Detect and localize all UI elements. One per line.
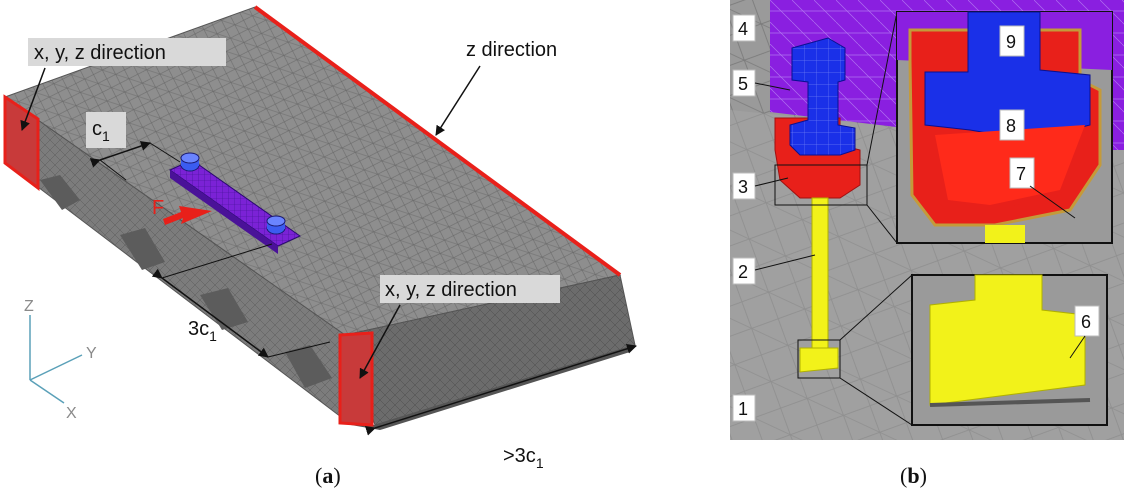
leader-z-direction [435,65,481,136]
label-xyz-left: x, y, z direction [34,42,166,64]
panel-a: F x, y, z direction z direction x, y, z … [3,5,637,488]
dim-3c1-ext-bot [267,341,331,358]
panel-b: 4 5 3 2 1 9 8 7 6 (b) [730,0,1124,488]
label-3: 3 [738,177,748,197]
label-1: 1 [738,399,748,419]
boundary-left-face [3,94,40,192]
label-box-xyz-right [380,275,560,303]
label-2: 2 [738,262,748,282]
axis-triad: Z Y X [24,298,97,422]
boundary-right-face [338,331,374,427]
label-z-direction: z direction [466,39,557,61]
axis-x-label: X [66,405,77,422]
label-4: 4 [738,19,748,39]
bolt-yellow-shank [811,197,829,349]
label-8: 8 [1006,116,1016,136]
zoom-line-4 [839,377,913,426]
force-arrow [163,206,212,225]
label-7: 7 [1016,164,1026,184]
label-6: 6 [1081,312,1091,332]
caption-b: (b) [900,463,927,488]
rib-2 [120,228,165,270]
zoom-line-3 [839,274,913,341]
boundary-top-edge [253,5,622,277]
label-box-xyz-left [28,38,226,66]
label-box-z [460,35,592,63]
rib-4 [285,345,332,388]
label-xyz-right: x, y, z direction [385,279,517,301]
dim-c1: c1 [92,118,110,144]
anchor-blue [789,37,856,156]
dim-gt3c1-arrow [364,343,637,436]
bolt-top-2 [266,215,286,227]
label-9: 9 [1006,32,1016,52]
axis-y-label: Y [86,345,97,362]
rib-1 [40,175,80,210]
dim-c1-arrow [89,141,151,168]
anchor-channel-rail-side [170,170,278,254]
label-5: 5 [738,74,748,94]
force-label: F [152,197,164,219]
bolt-top-1 [180,152,200,164]
inset-bottom [911,274,1108,426]
axis-z-label: Z [24,298,34,315]
dim-gt3c1: >3c1 [503,445,544,471]
leader-xyz-left [20,67,46,131]
dim-c1-ext2 [99,159,127,181]
zoom-line-2 [866,204,898,244]
bolt-yellow-head [799,347,839,373]
detail-box-bottom-marker [797,339,841,379]
dim-3c1-arrow [151,268,269,358]
zoom-line-1 [866,11,898,166]
dim-c1-ext [149,142,181,163]
detail-box-top-marker [774,164,868,206]
dim-3c1: 3c1 [188,318,217,344]
caption-a: (a) [315,463,341,488]
panel-b-labels: 4 5 3 2 1 9 8 7 6 [732,14,1100,422]
